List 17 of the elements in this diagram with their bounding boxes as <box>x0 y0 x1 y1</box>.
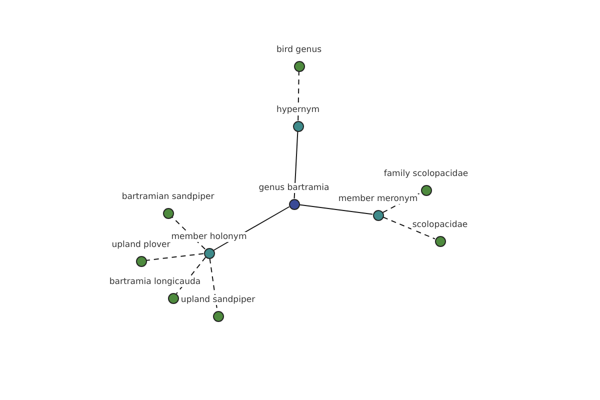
dashed-connector <box>382 216 436 240</box>
node-label: upland plover <box>110 240 172 250</box>
node-label: bartramia longicauda <box>108 277 202 287</box>
node-label: bird genus <box>275 45 323 55</box>
node-label: bartramian sandpiper <box>120 192 216 202</box>
connector-line <box>298 204 374 215</box>
dashed-connector <box>298 71 300 121</box>
node-label: member holonym <box>170 232 248 242</box>
node-label: member meronym <box>337 194 419 204</box>
dashed-connector <box>176 256 206 294</box>
node-label: hypernym <box>275 105 321 115</box>
node-label: scolopacidae <box>411 220 469 230</box>
node-label: family scolopacidae <box>382 169 470 179</box>
dashed-connector <box>146 253 204 261</box>
node-label: upland sandpiper <box>180 295 256 305</box>
dashed-connector <box>171 216 206 250</box>
node-label: genus bartramia <box>258 183 330 193</box>
